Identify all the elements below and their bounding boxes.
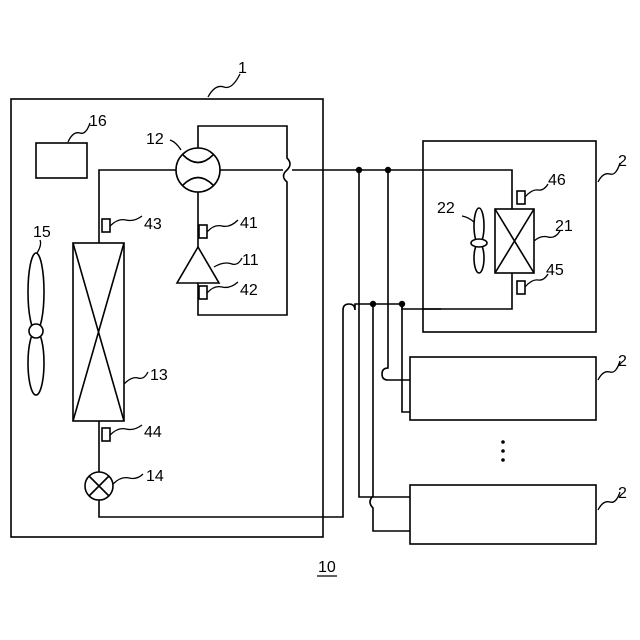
indoor-heat-exchanger-x (495, 209, 534, 273)
indoor-unit-c-box (410, 485, 596, 544)
four-way-valve-leader (170, 140, 181, 150)
indoor-fan-leader (462, 216, 474, 222)
sensor-46 (517, 191, 525, 204)
outdoor-unit-label: 1 (238, 60, 247, 77)
junction-liquid-1 (370, 301, 376, 307)
sensor-45 (517, 281, 525, 294)
compressor-label: 11 (242, 252, 259, 269)
liquid-line (99, 304, 410, 517)
indoor-unit-b-leader (598, 361, 620, 380)
branch-gas-2 (382, 170, 410, 380)
four-way-valve-label: 12 (146, 131, 164, 148)
outdoor-fan-leader (37, 240, 41, 253)
sensor-45-label: 45 (546, 262, 564, 279)
ellipsis-dot-2 (501, 449, 505, 453)
indoor-fan-hub (471, 239, 487, 247)
sensor-43-leader (110, 216, 142, 226)
ellipsis-dot-3 (501, 458, 505, 462)
system-label: 10 (318, 559, 336, 576)
sensor-44-leader (110, 425, 142, 435)
sensor-41 (199, 225, 207, 238)
indoor-unit-a-label: 2 (618, 153, 627, 170)
expansion-valve-leader (113, 474, 143, 484)
four-way-valve-arcs (183, 155, 213, 185)
sensor-41-leader (207, 220, 238, 232)
indoor-unit-b-label: 2 (618, 353, 627, 370)
sensor-45-leader (525, 274, 548, 287)
indoor-heat-exchanger-label: 21 (555, 218, 573, 235)
outdoor-unit-box (11, 99, 323, 537)
controller-box (36, 143, 87, 178)
outdoor-fan-label: 15 (33, 224, 51, 241)
junction-liquid-2 (399, 301, 405, 307)
outdoor-heat-exchanger-x (73, 243, 124, 421)
outdoor-fan-blade-top (28, 253, 44, 331)
sensor-46-leader (525, 184, 548, 197)
outdoor-heat-exchanger-leader (124, 372, 148, 384)
controller-label: 16 (89, 113, 107, 130)
indoor-unit-b-box (410, 357, 596, 420)
four-way-valve (176, 148, 220, 192)
indoor-unit-c-label: 2 (618, 485, 627, 502)
outdoor-heat-exchanger-label: 13 (150, 367, 168, 384)
compressor (177, 247, 219, 283)
sensor-44-label: 44 (144, 424, 162, 441)
junction-gas-2 (385, 167, 391, 173)
indoor-fan-label: 22 (437, 200, 455, 217)
sensor-43 (102, 219, 110, 232)
indoor-unit-c-leader (598, 492, 620, 510)
outdoor-fan-blade-bottom (28, 331, 44, 395)
expansion-valve-x (89, 476, 109, 496)
sensor-42 (199, 286, 207, 299)
junction-gas-1 (356, 167, 362, 173)
outdoor-unit-leader (208, 74, 240, 97)
sensor-43-label: 43 (144, 216, 162, 233)
indoor-unit-a-leader (598, 163, 620, 182)
compressor-leader (214, 258, 242, 267)
indoor-liquid-pipe (423, 273, 512, 309)
controller-leader (68, 123, 90, 142)
sensor-41-label: 41 (240, 215, 258, 232)
sensor-46-label: 46 (548, 172, 566, 189)
expansion-valve-label: 14 (146, 468, 164, 485)
sensor-42-label: 42 (240, 282, 258, 299)
ellipsis-dot-1 (501, 440, 505, 444)
sensor-44 (102, 428, 110, 441)
outdoor-fan-hub (29, 324, 43, 338)
